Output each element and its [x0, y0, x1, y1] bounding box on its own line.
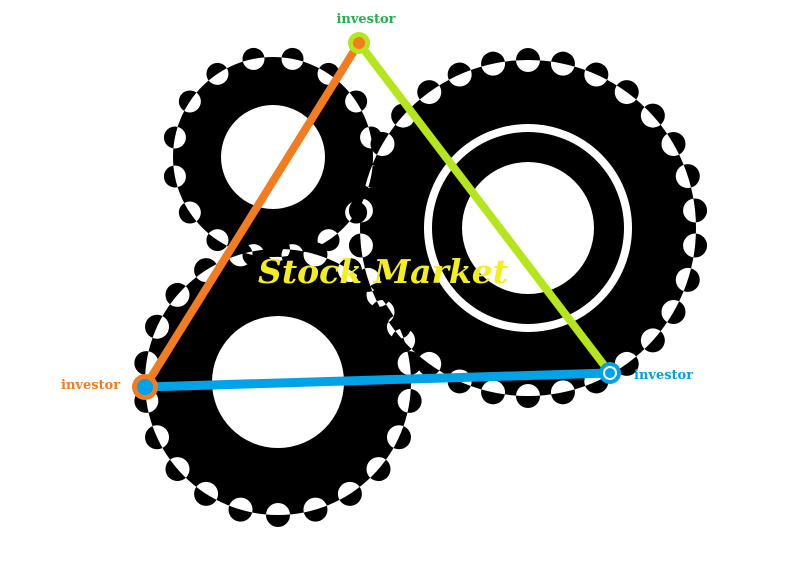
- investor-node-top[interactable]: [348, 32, 370, 54]
- investor-label-top: investor: [336, 12, 395, 27]
- investor-label-right: investor: [634, 368, 693, 383]
- link-top-left: [141, 39, 363, 391]
- gear-icon: [163, 47, 383, 267]
- diagram-title: Stock Market: [258, 252, 508, 291]
- gear-icon: [348, 48, 708, 408]
- link-left-right: [140, 368, 615, 392]
- investor-label-left: investor: [61, 378, 120, 393]
- link-top-right: [355, 39, 614, 377]
- investor-node-right[interactable]: [599, 362, 621, 384]
- investor-node-left[interactable]: [132, 374, 158, 400]
